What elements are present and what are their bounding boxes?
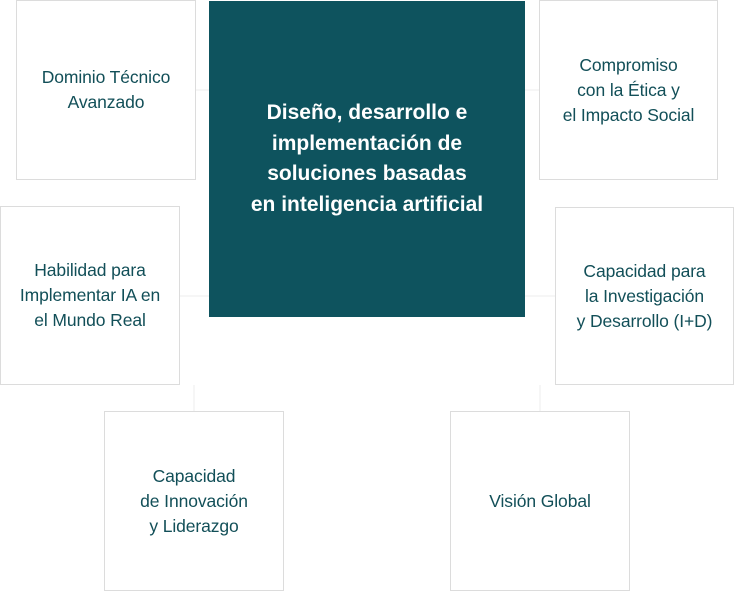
competency-box-innovation-leadership: Capacidad de Innovación y Liderazgo — [104, 411, 284, 591]
competency-box-ethics-impact: Compromiso con la Ética y el Impacto Soc… — [539, 0, 718, 180]
central-theme-label: Diseño, desarrollo e implementación de s… — [250, 101, 484, 216]
competency-box-technical-mastery: Dominio Técnico Avanzado — [16, 0, 196, 180]
central-theme-box: Diseño, desarrollo e implementación de s… — [209, 1, 525, 317]
competency-label: Dominio Técnico Avanzado — [41, 67, 171, 112]
competency-box-real-world-ai: Habilidad para Implementar IA en el Mund… — [0, 206, 180, 385]
competency-box-research-development: Capacidad para la Investigación y Desarr… — [555, 207, 734, 385]
competency-label: Capacidad para la Investigación y Desarr… — [576, 260, 713, 331]
competency-label: Habilidad para Implementar IA en el Mund… — [19, 260, 161, 330]
competency-label: Capacidad de Innovación y Liderazgo — [140, 465, 248, 536]
competency-label: Visión Global — [489, 490, 591, 511]
competency-label: Compromiso con la Ética y el Impacto Soc… — [562, 54, 695, 125]
competency-box-global-vision: Visión Global — [450, 411, 630, 591]
